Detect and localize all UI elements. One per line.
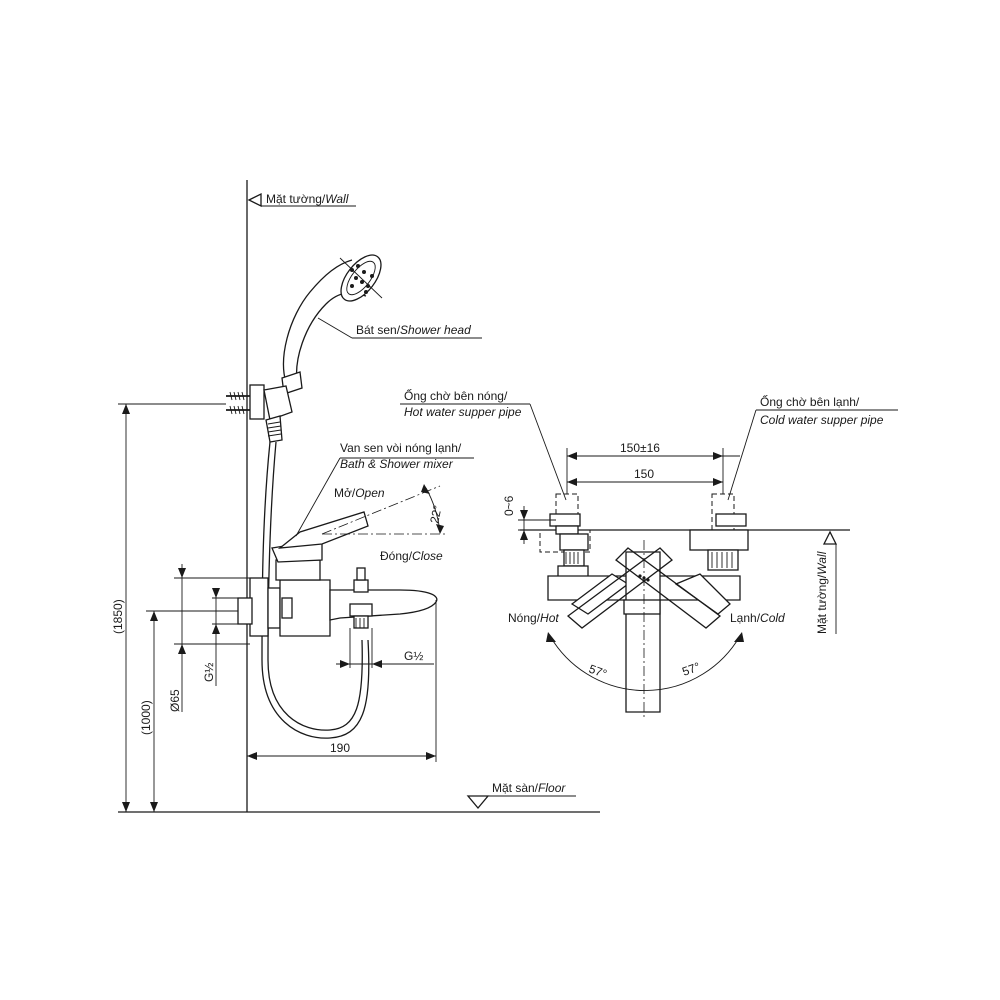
mixer-label-en: Bath & Shower mixer	[340, 457, 454, 471]
mixer-body	[237, 511, 438, 637]
diameter-dim: Ø65	[168, 689, 182, 712]
floor-marker	[466, 795, 490, 810]
wall-bracket	[226, 384, 293, 443]
shower-hose	[261, 441, 370, 739]
rotation-arc	[549, 635, 741, 691]
hot-pipe-label-vi: Ống chờ bên nóng/	[404, 388, 508, 403]
side-wall-label: Mặt tường/Wall	[815, 551, 829, 634]
side-wall-marker	[822, 530, 838, 545]
shower-head	[281, 254, 383, 395]
inlet-thread-dim: G½	[202, 663, 216, 682]
centers-range-dim: 150±16	[620, 441, 660, 455]
mixer-label-vi: Van sen vòi nóng lạnh/	[340, 441, 462, 455]
hot-pipe-label-en: Hot water supper pipe	[404, 405, 522, 419]
shower-head-leader	[317, 317, 353, 339]
side-view: Mặt tường/Wall Bát sen/Shower head	[111, 180, 600, 813]
wall-label-vi: Mặt tường/	[266, 192, 326, 206]
wall-label: Mặt tường/Wall	[266, 192, 349, 206]
wall-label-marker	[247, 192, 356, 208]
rotation-left-label: 57°	[587, 662, 609, 681]
cold-pipe-label-vi: Ống chờ bên lạnh/	[760, 394, 860, 409]
wall-label-en: Wall	[325, 192, 348, 206]
outlet-thread-dim: G½	[404, 649, 423, 663]
offset-dim: 0~6	[502, 495, 516, 516]
shower-head-label: Bát sen/Shower head	[356, 323, 471, 337]
projection-dim: 190	[330, 741, 350, 755]
hot-connector	[549, 513, 589, 579]
centers-dim: 150	[634, 467, 654, 481]
cold-connector	[689, 513, 749, 571]
hot-label: Nóng/Hot	[508, 611, 559, 625]
close-label: Đóng/Close	[380, 549, 443, 563]
front-view: 57° 57° Nóng/Hot Lạnh/Cold 150±16 150 0~…	[400, 388, 898, 720]
floor-label: Mặt sàn/Floor	[492, 781, 566, 795]
lever-angle-label: 22°	[427, 504, 445, 525]
open-label: Mở/Open	[334, 486, 385, 500]
cold-label: Lạnh/Cold	[730, 611, 785, 625]
mixer-height-dim: (1000)	[139, 700, 153, 735]
cold-pipe-label-en: Cold water supper pipe	[760, 413, 884, 427]
rotation-right-label: 57°	[680, 659, 702, 678]
total-height-dim: (1850)	[111, 599, 125, 634]
